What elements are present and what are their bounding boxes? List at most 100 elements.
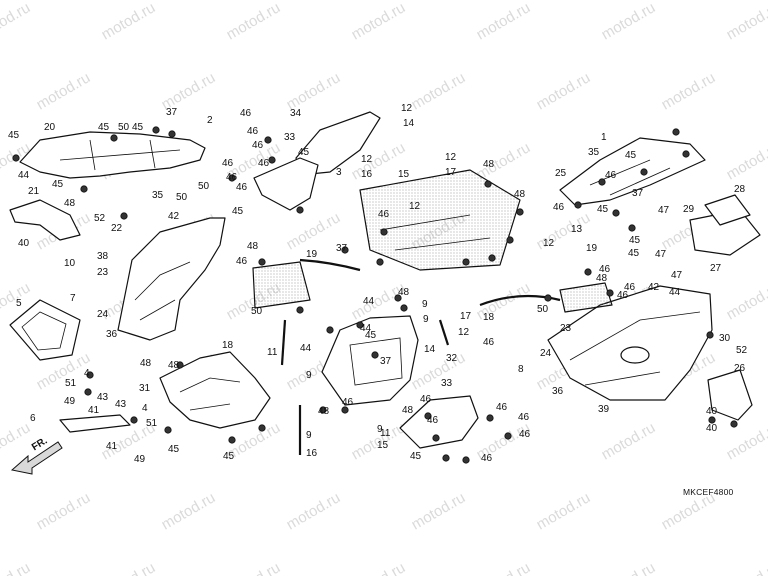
callout-number: 44 [363,296,375,307]
callout-number: 45 [597,204,609,215]
bolt-icon [326,326,334,334]
callout-number: 48 [64,198,76,209]
watermark-text: motod.ru [599,419,659,463]
bolt-icon [341,246,349,254]
callout-number: 24 [540,348,552,359]
callout-number: 45 [629,235,641,246]
callout-number: 45 [168,444,180,455]
bolt-icon [268,156,276,164]
part-center-cover [359,169,521,271]
callout-number: 14 [424,344,436,355]
callout-number: 16 [306,448,318,459]
callout-number: 50 [537,304,549,315]
callout-number: 46 [481,453,493,464]
callout-number: 46 [236,182,248,193]
callout-number: 3 [336,167,342,178]
bolt-icon [130,416,138,424]
bolt-icon [258,258,266,266]
callout-number: 50 [198,181,210,192]
watermark-text: motod.ru [474,0,534,43]
callout-number: 34 [290,108,302,119]
callout-number: 48 [402,405,414,416]
callout-number: 44 [669,287,681,298]
callout-number: 41 [106,441,118,452]
watermark-text: motod.ru [99,559,159,576]
bolt-icon [488,254,496,262]
watermark-text: motod.ru [724,559,768,576]
bolt-icon [682,150,690,158]
callout-number: 48 [168,360,180,371]
bolt-icon [486,414,494,422]
callout-number: 18 [483,312,495,323]
callout-number: 20 [44,122,56,133]
callout-number: 45 [410,451,422,462]
part-right-upper [559,137,706,206]
callout-number: 48 [318,406,330,417]
bolt-icon [152,126,160,134]
bolt-icon [432,434,440,442]
callout-number: 30 [719,333,731,344]
callout-number: 45 [628,248,640,259]
callout-number: 44 [360,323,372,334]
bolt-icon [606,289,614,297]
hose-18 [280,319,287,366]
bolt-icon [86,371,94,379]
part-lower-cowl [159,351,271,429]
bolt-icon [264,136,272,144]
watermark-text: motod.ru [409,349,469,393]
bolt-icon [356,321,364,329]
callout-number: 46 [605,170,617,181]
callout-number: 44 [18,170,30,181]
bolt-icon [706,331,714,339]
watermark-text: motod.ru [724,139,768,183]
part-front-cowl [117,217,226,341]
callout-number: 45 [298,147,310,158]
watermark-text: motod.ru [224,0,284,43]
callout-number: 46 [427,415,439,426]
callout-number: 46 [553,202,565,213]
bolt-icon [730,420,738,428]
callout-number: 40 [706,406,718,417]
watermark-text: motod.ru [659,69,719,113]
callout-number: 46 [378,209,390,220]
direction-arrow [10,441,63,475]
callout-number: 46 [599,264,611,275]
watermark-text: motod.ru [284,69,344,113]
bolt-icon [516,208,524,216]
bolt-icon [84,388,92,396]
callout-number: 50 [251,306,263,317]
callout-number: 46 [617,290,629,301]
callout-number: 23 [560,323,572,334]
bolt-icon [168,130,176,138]
bolt-icon [462,456,470,464]
callout-number: 31 [139,383,151,394]
watermark-text: motod.ru [284,209,344,253]
part-drawings [9,111,761,475]
callout-number: 52 [94,213,106,224]
callout-number: 11 [380,428,391,439]
callout-number: 45 [98,122,110,133]
callout-number: 50 [118,122,130,133]
part-side-cowl [547,285,713,401]
watermark-text: motod.ru [724,0,768,43]
callout-number: 48 [514,189,526,200]
bolt-icon [371,351,379,359]
callout-number: 21 [28,186,40,197]
callout-number: 4 [84,368,90,379]
callout-number: 39 [598,404,610,415]
callout-number: 9 [423,314,429,325]
callout-number: 47 [658,205,670,216]
callout-number: 40 [706,423,718,434]
bolt-icon [258,424,266,432]
callout-number: 44 [300,343,312,354]
callout-number: 18 [222,340,234,351]
part-lower-inner [399,395,479,449]
part-emblem [620,346,650,364]
callout-number: 48 [596,273,608,284]
callout-number: 48 [247,241,259,252]
watermark-text: motod.ru [224,559,284,576]
callout-number: 16 [361,169,373,180]
callout-number: 19 [586,243,598,254]
part-side-bracket [9,199,81,241]
